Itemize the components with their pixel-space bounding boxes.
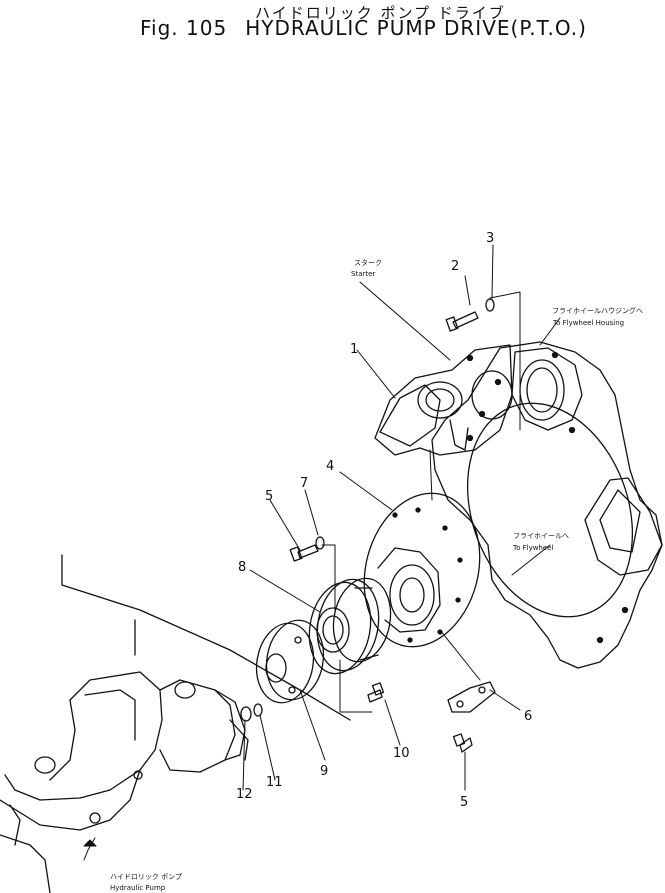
- starter-bracket: [374, 344, 513, 456]
- part-number-7: 7: [300, 476, 308, 491]
- callout-flywheel-housing-en: To Flywheel Housing: [552, 319, 624, 327]
- figure-title-text: HYDRAULIC PUMP DRIVE(P.T.O.): [245, 16, 587, 40]
- callout-flywheel-housing-jp: フライホイールハウジングへ: [552, 306, 643, 315]
- figure-number: Fig. 105: [140, 16, 228, 40]
- callout-flywheel-en: To Flywheel: [512, 544, 553, 552]
- part-number-3: 3: [486, 231, 494, 246]
- part-number-9: 9: [320, 764, 328, 779]
- part-number-5-lower: 5: [460, 795, 468, 810]
- part-number-10: 10: [393, 746, 410, 761]
- damper-coupling: [308, 577, 392, 675]
- figure-title: Fig. 105 HYDRAULIC PUMP DRIVE(P.T.O.): [140, 16, 587, 40]
- callout-starter-en: Starter: [351, 270, 375, 278]
- callout-flywheel-jp: フライホイールへ: [513, 532, 569, 540]
- bolt-5-upper: [289, 544, 319, 562]
- part-number-2: 2: [451, 259, 459, 274]
- part-number-4: 4: [326, 459, 334, 474]
- part-number-8: 8: [238, 560, 246, 575]
- callout-starter-jp: スターク: [354, 258, 382, 267]
- part-number-labels: 3 2 1 4 7 5 8 6 10 9 11 12 5: [236, 231, 532, 810]
- part-number-1: 1: [350, 342, 358, 357]
- title-japanese: ハイドロリック ポンプ ドライブ: [255, 4, 506, 22]
- washer-7: [315, 536, 325, 550]
- bolt-5-lower: [452, 733, 473, 753]
- part-number-5-upper: 5: [265, 489, 273, 504]
- washer-11: [253, 703, 263, 717]
- callout-pump-jp: ハイドロリック ポンプ: [110, 873, 182, 881]
- lock-plate-6: [447, 681, 496, 713]
- part-number-12: 12: [236, 787, 253, 802]
- washer-3: [485, 298, 495, 312]
- spline-hub: [255, 619, 325, 704]
- part-number-6: 6: [524, 709, 532, 724]
- coupling-flange: [363, 492, 481, 648]
- nut-12: [240, 706, 252, 722]
- part-number-11: 11: [266, 775, 283, 790]
- flywheel-housing-plate: [431, 341, 663, 669]
- leader-lines: [83, 244, 561, 861]
- bolt-10: [367, 682, 385, 703]
- hydraulic-pump: [0, 554, 351, 893]
- callout-labels: スターク Starter フライホイールハウジングへ To Flywheel H…: [110, 258, 643, 892]
- bolt-2: [445, 311, 479, 332]
- callout-pump-en: Hydraulic Pump: [110, 884, 166, 892]
